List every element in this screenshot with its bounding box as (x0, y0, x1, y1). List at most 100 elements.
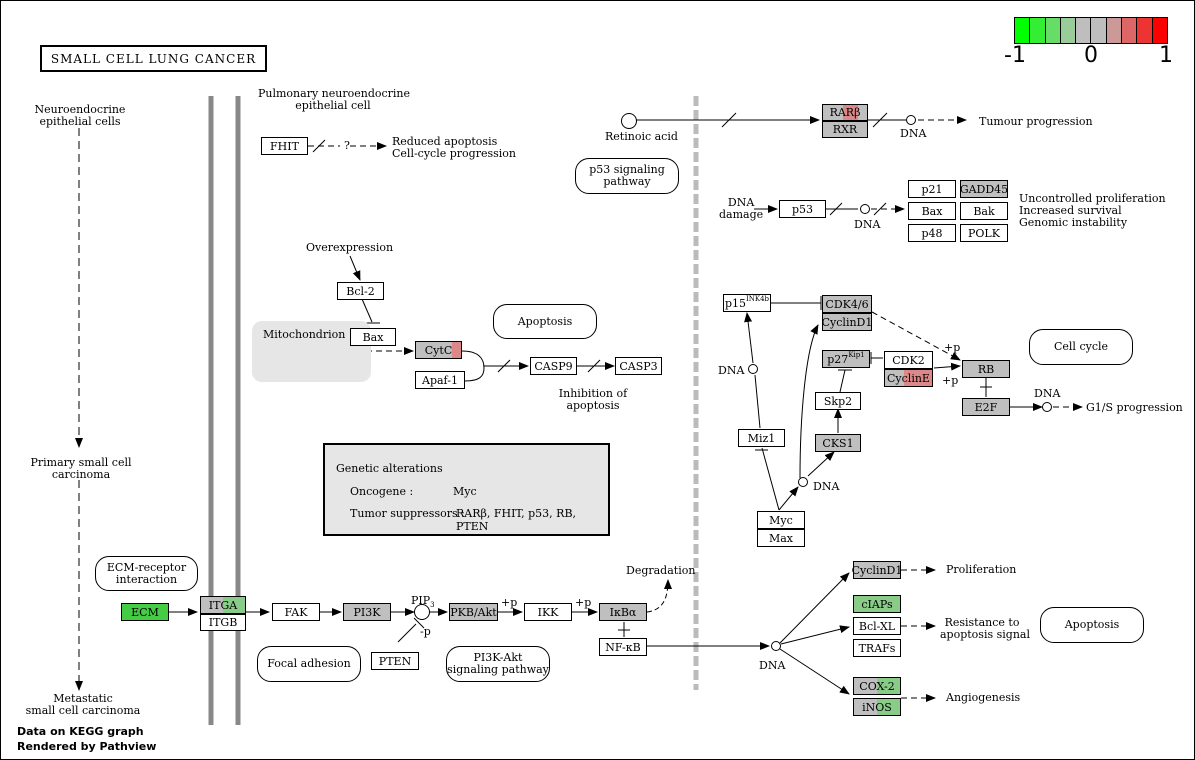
gene-p48[interactable]: p48 (908, 224, 956, 242)
gene-p15-sup: INK4b (745, 295, 770, 303)
gene-cycline[interactable]: CyclinE (884, 369, 933, 387)
gene-cytc[interactable]: CytC (415, 341, 462, 359)
legend-swatch (1137, 18, 1153, 43)
resistance-label: Resistance to apoptosis signal (940, 616, 1030, 641)
oncogene-label: Oncogene : (350, 485, 414, 498)
dna-e2f-label: DNA (1034, 387, 1061, 400)
gene-ikk[interactable]: IKK (524, 603, 572, 621)
legend-swatch (1106, 18, 1123, 43)
pathway-p53[interactable]: p53 signaling pathway (575, 158, 679, 194)
oncogene-value: Myc (453, 485, 477, 498)
gene-ciaps[interactable]: cIAPs (853, 595, 901, 613)
gene-casp9[interactable]: CASP9 (530, 357, 577, 375)
pathway-ecm-receptor[interactable]: ECM-receptor interaction (95, 556, 198, 591)
gene-p53[interactable]: p53 (779, 200, 826, 218)
color-legend (1014, 17, 1168, 44)
pathway-pi3k-akt[interactable]: PI3K-Akt signaling pathway (446, 646, 550, 682)
pip3-label: PIP3 (411, 595, 435, 611)
gene-ikba[interactable]: IκBα (599, 603, 647, 621)
gene-nfkb[interactable]: NF-κB (599, 638, 647, 656)
primary-carcinoma-label: Primary small cell carcinoma (30, 456, 132, 481)
retinoic-acid-compound[interactable] (621, 113, 637, 129)
tumour-progression-label: Tumour progression (979, 115, 1093, 128)
gene-trafs[interactable]: TRAFs (853, 639, 901, 657)
gene-bclxl[interactable]: Bcl-XL (853, 617, 901, 635)
uncontrolled-proliferation-label: Uncontrolled proliferation Increased sur… (1019, 192, 1166, 229)
plus-p-label-2: +p (942, 374, 959, 387)
dna-nfkb-label: DNA (759, 659, 786, 672)
gene-p27-label: p27 (827, 352, 849, 366)
legend-swatch (1122, 18, 1138, 43)
pathway-focal-adhesion[interactable]: Focal adhesion (257, 646, 361, 682)
dna-myc-label: DNA (813, 480, 840, 493)
metastatic-carcinoma-label: Metastatic small cell carcinoma (25, 692, 141, 717)
gene-max[interactable]: Max (757, 529, 805, 547)
gene-cyclind1-top[interactable]: CyclinD1 (822, 313, 872, 331)
angiogenesis-label: Angiogenesis (946, 691, 1021, 704)
gene-inos[interactable]: iNOS (853, 698, 901, 716)
plus-p-label-1: +p (944, 341, 961, 354)
gene-cdk2[interactable]: CDK2 (884, 351, 933, 369)
dna-rar-label: DNA (900, 127, 927, 140)
gene-cks1[interactable]: CKS1 (815, 434, 861, 452)
legend-label-min: -1 (1004, 43, 1026, 68)
legend-swatch (1045, 18, 1061, 43)
overexpression-label: Overexpression (306, 241, 394, 254)
mitochondrion-label: Mitochondrion (263, 328, 346, 341)
gene-casp3[interactable]: CASP3 (615, 357, 662, 375)
pathway-cell-cycle[interactable]: Cell cycle (1029, 329, 1133, 365)
gene-itgb[interactable]: ITGB (200, 614, 246, 631)
gene-rb[interactable]: RB (962, 360, 1010, 378)
gene-myc[interactable]: Myc (757, 511, 805, 529)
minus-p-label: -p (420, 625, 431, 638)
pathway-apoptosis-top[interactable]: Apoptosis (493, 304, 597, 339)
inhibition-apoptosis-label: Inhibition of apoptosis (558, 387, 628, 412)
gene-bak[interactable]: Bak (960, 202, 1008, 220)
gene-itga[interactable]: ITGA (200, 596, 246, 614)
gene-miz1[interactable]: Miz1 (738, 429, 785, 447)
pathway-apoptosis-bottom[interactable]: Apoptosis (1040, 607, 1144, 643)
gene-rarb-label: RARβ (829, 106, 861, 119)
gene-pten[interactable]: PTEN (371, 652, 419, 670)
gene-fak[interactable]: FAK (272, 603, 320, 621)
proliferation-label: Proliferation (946, 563, 1017, 576)
legend-swatch (1152, 18, 1167, 43)
gene-cox2[interactable]: COX-2 (853, 677, 901, 695)
gene-e2f[interactable]: E2F (962, 398, 1010, 416)
neuroendocrine-cells-label: Neuroendocrine epithelial cells (34, 103, 126, 128)
gene-skp2[interactable]: Skp2 (815, 392, 861, 410)
genetic-alterations-title: Genetic alterations (336, 462, 443, 475)
plus-p-label-4: +p (575, 596, 592, 609)
gene-cdk46[interactable]: CDK4/6 (822, 295, 872, 313)
pathway-title: SMALL CELL LUNG CANCER (40, 45, 267, 72)
gene-gadd45[interactable]: GADD45 (960, 180, 1008, 198)
gene-bax-p53[interactable]: Bax (908, 202, 956, 220)
suppressor-label: Tumor suppressors : (350, 507, 465, 520)
gene-p21[interactable]: p21 (908, 180, 956, 198)
legend-swatch (1060, 18, 1077, 43)
gene-rxr[interactable]: RXR (822, 121, 868, 138)
gene-pi3k[interactable]: PI3K (343, 603, 391, 621)
gene-polk[interactable]: POLK (960, 224, 1008, 242)
dna-p53-label: DNA (854, 218, 881, 231)
plus-p-label-3: +p (501, 596, 518, 609)
gene-pkb-akt[interactable]: PKB/Akt (449, 603, 498, 621)
dna-p15-label: DNA (718, 364, 745, 377)
gene-fhit[interactable]: FHIT (261, 137, 308, 155)
gene-bcl2[interactable]: Bcl-2 (337, 282, 384, 300)
footer-line1: Data on KEGG graph (17, 725, 144, 738)
gene-apaf1[interactable]: Apaf-1 (415, 371, 465, 389)
pip3-subscript: 3 (430, 601, 435, 610)
gene-rarb[interactable]: RARβ (822, 104, 868, 121)
footer-line2: Rendered by Pathview (17, 740, 157, 753)
gene-p27-sup: Kip1 (848, 351, 865, 359)
gene-bax[interactable]: Bax (350, 328, 396, 346)
gene-cyclind1[interactable]: CyclinD1 (852, 561, 902, 579)
gene-ecm[interactable]: ECM (121, 603, 169, 621)
legend-swatch (1076, 18, 1092, 43)
legend-label-max: 1 (1159, 43, 1173, 68)
